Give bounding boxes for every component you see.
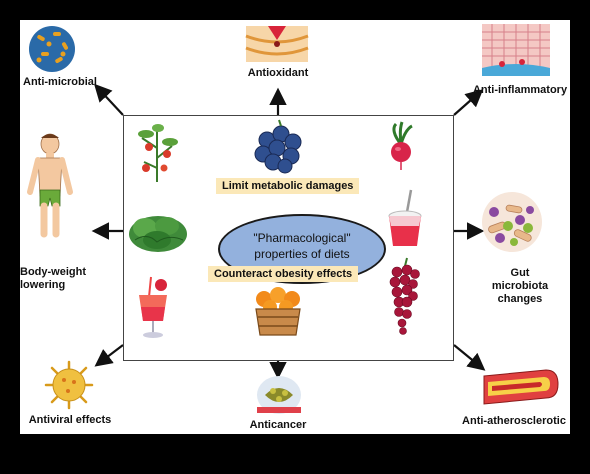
label-antiinflammatory: Anti-inflammatory (472, 84, 568, 96)
arrow-antiatherosclerotic (453, 344, 486, 371)
anticancer-cell-icon (257, 376, 301, 414)
orange-basket-icon (255, 287, 301, 336)
arrows-layer (91, 83, 486, 380)
yogurt-icon (388, 189, 422, 246)
label-bodyweight-line2: lowering (20, 279, 66, 291)
central-box (123, 115, 454, 361)
tag-limit-metabolic: Limit metabolic damages (216, 178, 360, 194)
kale-icon (129, 216, 187, 252)
gut-microbiota-icon (482, 192, 542, 252)
tag-counteract-obesity: Counteract obesity effects (208, 266, 359, 282)
label-gut-line2: changes (497, 293, 543, 305)
inflamed-tissue-icon (482, 24, 550, 76)
arrow-antiinflammatory (453, 89, 484, 116)
radish-icon (391, 121, 413, 170)
label-bodyweight: Body-weight lowering (20, 266, 86, 292)
central-title-line2: properties of diets (254, 247, 350, 261)
antioxidant-tissue-icon (245, 26, 309, 62)
label-antioxidant: Antioxidant (247, 67, 309, 79)
central-title-line1: "Pharmacological" (253, 231, 351, 245)
smoothie-icon (139, 276, 167, 338)
label-antiviral: Antiviral effects (28, 414, 112, 426)
label-antiatherosclerotic: Anti-atherosclerotic (462, 415, 566, 427)
child-body-icon (27, 133, 73, 238)
central-title: "Pharmacological" properties of diets (218, 230, 386, 262)
label-anticancer: Anticancer (249, 419, 307, 431)
diagram-canvas: "Pharmacological" properties of diets Li… (20, 20, 570, 434)
label-antimicrobial: Anti-microbial (23, 76, 97, 88)
label-gut-line1: Gut microbiota (491, 267, 549, 292)
arrow-antiviral (94, 344, 124, 367)
arrow-antimicrobial (94, 83, 124, 116)
microbe-icon (29, 26, 75, 72)
label-bodyweight-line1: Body-weight (20, 266, 86, 278)
label-gut: Gut microbiota changes (482, 267, 558, 306)
virus-icon (44, 360, 94, 410)
blueberries-icon (254, 119, 302, 174)
tomato-plant-icon (138, 124, 178, 182)
grapes-icon (389, 257, 420, 335)
artery-icon (483, 369, 559, 405)
